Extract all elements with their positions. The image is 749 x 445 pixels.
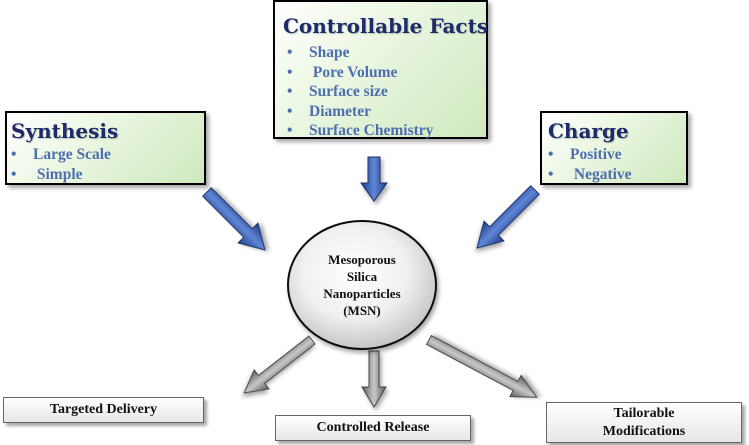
controllable-facts-box: Controllable Facts •Shape • Pore Volume … xyxy=(273,0,488,139)
list-item: •Surface size xyxy=(287,83,388,100)
arrow-from-charge xyxy=(476,185,540,249)
targeted-delivery-box: Targeted Delivery xyxy=(3,397,204,423)
list-item: •Diameter xyxy=(287,102,371,120)
msn-label-line: Silica xyxy=(346,269,378,284)
list-item: • Simple xyxy=(11,165,83,183)
msn-label-line: Nanoparticles xyxy=(323,286,401,301)
list-item: •Surface Chemistry xyxy=(287,122,434,139)
controlled-release-box: Controlled Release xyxy=(275,415,471,441)
bullet-icon: • xyxy=(287,63,293,81)
bullet-icon: • xyxy=(11,146,17,163)
msn-circle xyxy=(287,220,437,350)
bullet-icon: • xyxy=(548,165,554,183)
tailorable-line: Tailorable xyxy=(613,406,675,421)
list-item: •Large Scale xyxy=(11,146,111,163)
list-item: • Pore Volume xyxy=(287,63,398,81)
arrow-to-controlled xyxy=(361,350,387,408)
controllable-facts-title: Controllable Facts xyxy=(283,14,489,38)
arrow-to-tailorable xyxy=(425,334,538,398)
list-item: •Shape xyxy=(287,44,350,61)
arrow-from-facts xyxy=(360,156,388,202)
charge-box: Charge •Positive • Negative xyxy=(540,111,688,185)
bullet-icon: • xyxy=(287,44,293,61)
arrow-to-targeted xyxy=(243,335,316,394)
tailorable-modifications-box: Tailorable Modifications xyxy=(546,402,742,443)
bullet-icon: • xyxy=(11,165,17,183)
arrow-from-synthesis xyxy=(202,187,266,251)
synthesis-title: Synthesis xyxy=(11,119,119,143)
tailorable-line: Modifications xyxy=(602,424,686,439)
bullet-icon: • xyxy=(548,146,554,163)
msn-label: Mesoporous Silica Nanoparticles (MSN) xyxy=(292,251,432,319)
bullet-icon: • xyxy=(287,83,293,100)
controllable-facts-list: •Shape • Pore Volume •Surface size •Diam… xyxy=(283,43,486,141)
msn-label-line: (MSN) xyxy=(343,303,381,318)
charge-title: Charge xyxy=(548,119,629,143)
bullet-icon: • xyxy=(287,122,293,139)
list-item: •Positive xyxy=(548,146,622,163)
bullet-icon: • xyxy=(287,102,293,120)
list-item: • Negative xyxy=(548,165,632,183)
synthesis-list: •Large Scale • Simple xyxy=(11,145,204,184)
msn-label-line: Mesoporous xyxy=(328,252,396,267)
charge-list: •Positive • Negative xyxy=(548,145,686,184)
synthesis-box: Synthesis •Large Scale • Simple xyxy=(5,111,206,185)
